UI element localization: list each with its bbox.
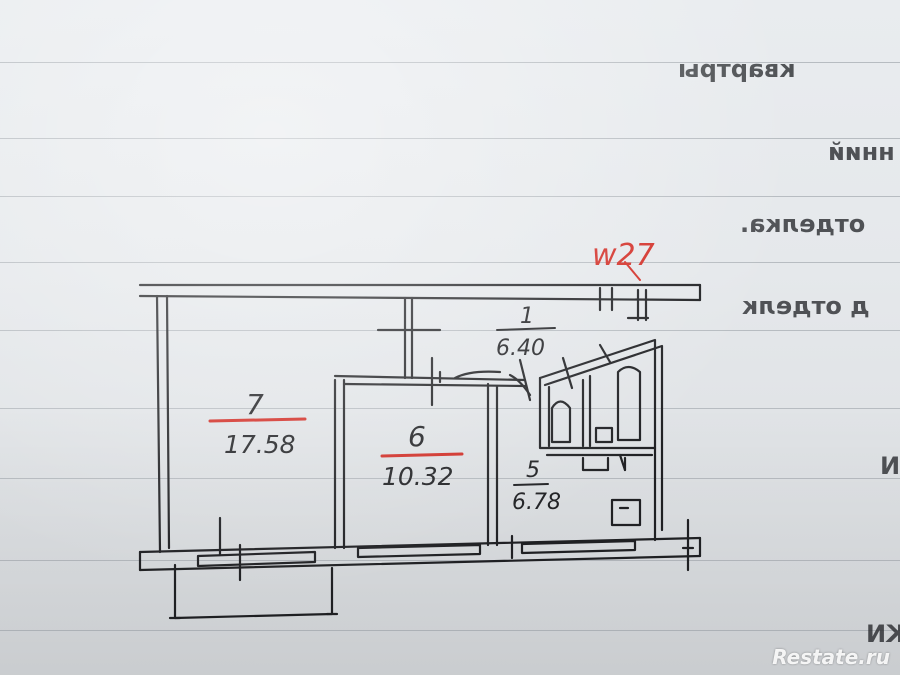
room-5-area: 6.78 (512, 490, 561, 515)
room-5-number: 5 (526, 458, 540, 483)
room-7-number: 7 (246, 388, 264, 421)
annotation-w27: w27 (592, 238, 655, 273)
bathtub (616, 365, 642, 442)
form-rule (0, 330, 900, 331)
red-underline-room6 (380, 452, 464, 458)
form-rule (0, 408, 900, 409)
room-7-area: 17.58 (224, 430, 296, 459)
bathroom-wall (538, 338, 657, 450)
sink (581, 456, 610, 472)
annotation-stroke (624, 261, 641, 281)
form-rule (0, 62, 900, 63)
form-rule (0, 560, 900, 561)
form-rule (0, 630, 900, 631)
room-1-area: 6.40 (496, 336, 545, 361)
underline-room5 (513, 483, 549, 486)
room-6-number: 6 (408, 420, 426, 453)
room-6-area: 10.32 (382, 462, 454, 491)
window (520, 539, 637, 555)
form-rule (0, 138, 900, 139)
toilet (550, 400, 572, 444)
form-rule (0, 262, 900, 263)
room-1-number: 1 (520, 304, 534, 329)
watermark: Restate.ru (772, 645, 890, 669)
stove (610, 498, 642, 527)
form-rule (0, 196, 900, 197)
wall-room6-top (333, 374, 527, 382)
balcony (173, 563, 334, 620)
underline-room1 (496, 327, 556, 331)
wall-bottom (138, 536, 702, 554)
wall-left (155, 294, 162, 554)
wall-top-inner (138, 294, 702, 302)
window (196, 550, 317, 568)
form-rule (0, 478, 900, 479)
red-underline-room7 (208, 417, 307, 423)
window (356, 543, 482, 559)
